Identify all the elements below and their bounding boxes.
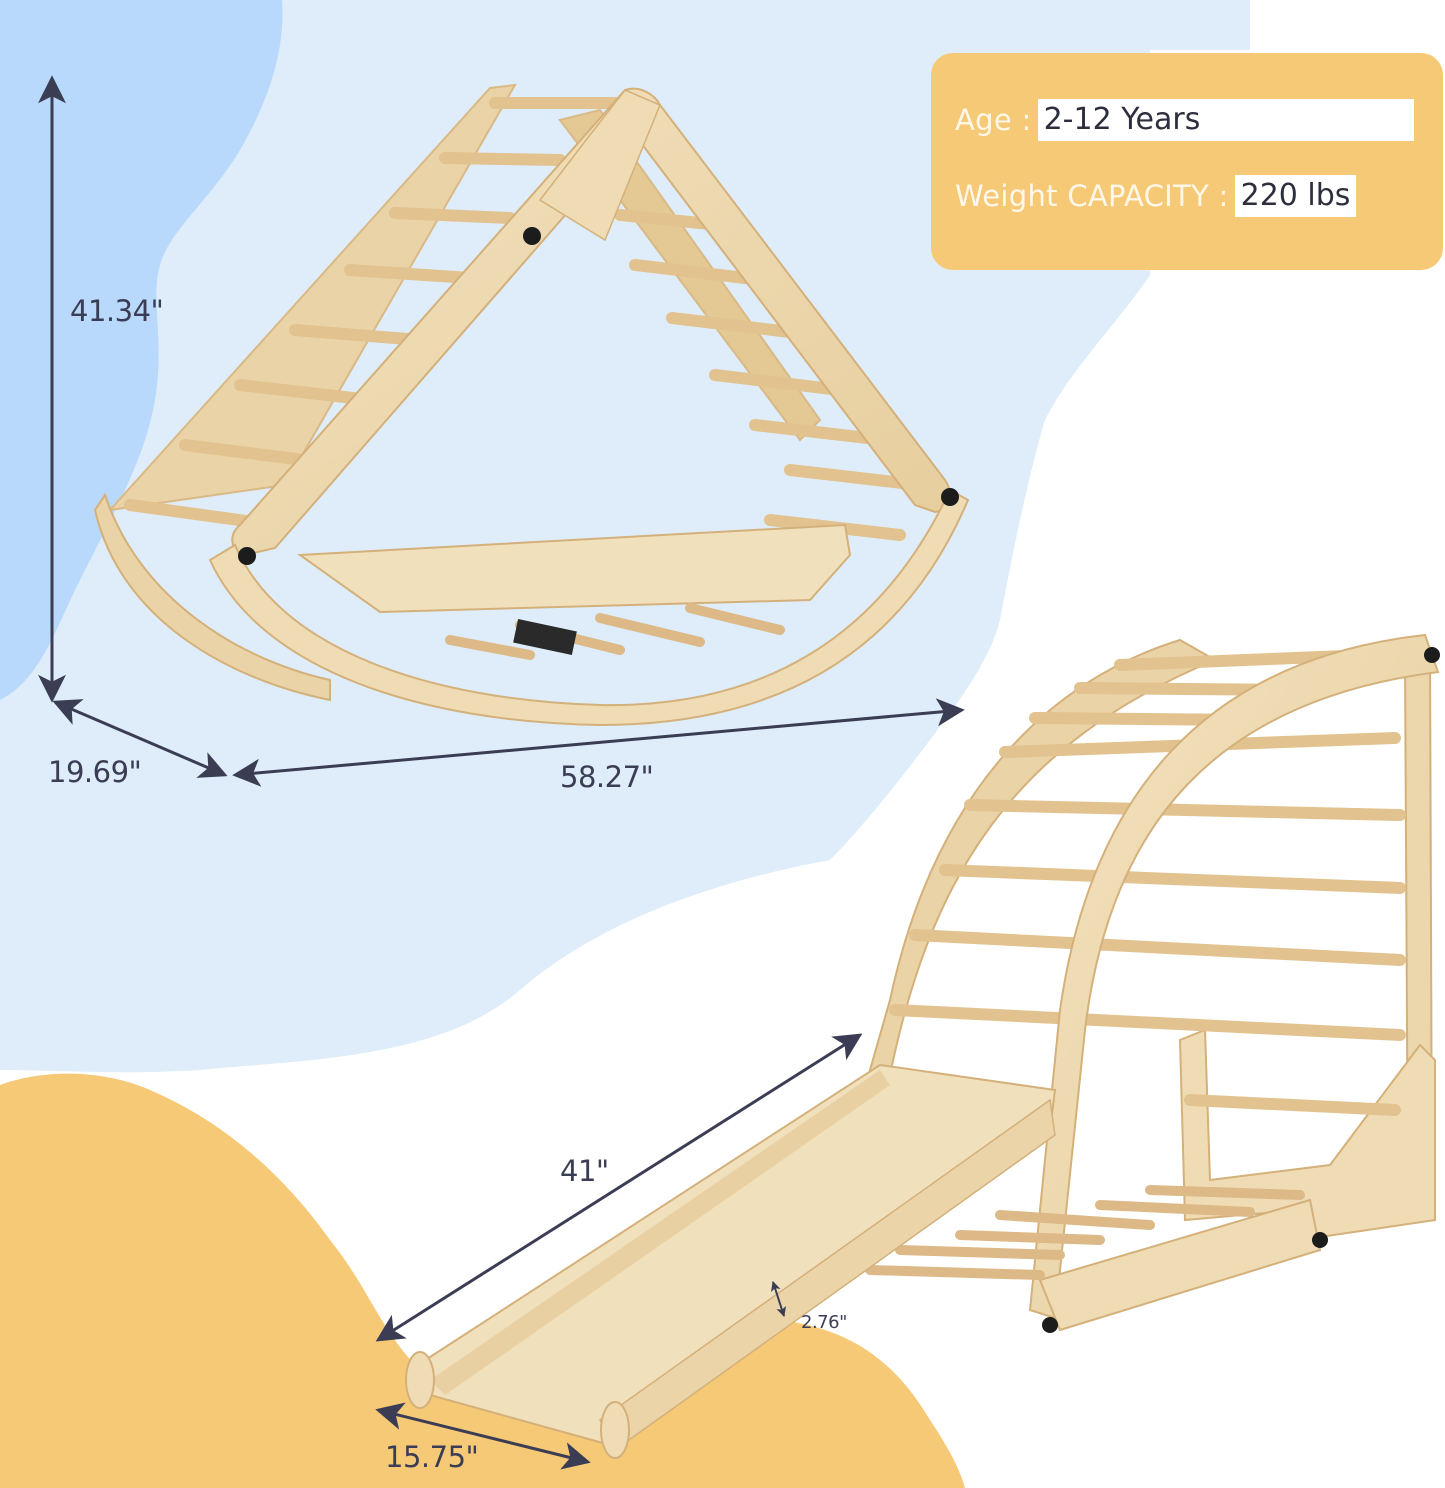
- knob-icon: [1424, 647, 1440, 663]
- age-label: Age :: [955, 103, 1032, 137]
- age-value: 2-12 Years: [1037, 99, 1414, 141]
- weight-capacity-label: Weight CAPACITY :: [955, 179, 1229, 213]
- blue-blob: [0, 0, 283, 700]
- knob-icon: [1312, 1232, 1328, 1248]
- weight-spec-row: Weight CAPACITY : 220 lbs: [955, 175, 1357, 217]
- depth-arrow: [52, 699, 228, 778]
- weight-capacity-value: 220 lbs: [1234, 175, 1357, 217]
- ramp-length-dimension-label: 41": [560, 1154, 609, 1188]
- knob-icon: [238, 547, 256, 565]
- height-dimension-label: 41.34": [70, 294, 164, 328]
- yellow-blob: [0, 1073, 430, 1488]
- knob-icon: [1042, 1317, 1058, 1333]
- age-spec-row: Age : 2-12 Years: [955, 99, 1414, 141]
- width-dimension-label: 58.27": [560, 760, 654, 794]
- depth-dimension-label: 19.69": [48, 755, 142, 789]
- knob-icon: [523, 227, 541, 245]
- ramp-width-arrow: [375, 1402, 591, 1470]
- spec-card: Age : 2-12 Years Weight CAPACITY : 220 l…: [931, 53, 1443, 270]
- ramp-length-arrow: [375, 1033, 863, 1342]
- knob-icon: [941, 488, 959, 506]
- ramp-side-height-dimension-label: 2.76": [801, 1312, 847, 1333]
- rocking-triangle-climber: [93, 83, 970, 727]
- ramp-width-dimension-label: 15.75": [385, 1440, 479, 1474]
- ramp-side-height-arrow: [771, 1281, 786, 1317]
- width-arrow: [232, 698, 965, 787]
